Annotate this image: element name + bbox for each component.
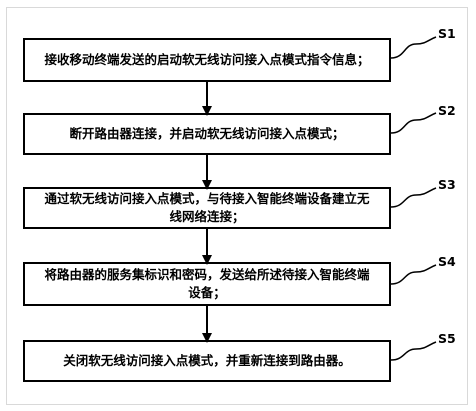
step-label-s4: S4 (438, 254, 456, 269)
step-text-s5: 关闭软无线访问接入点模式，并重新连接到路由器。 (63, 353, 351, 368)
step-text-s2: 断开路由器连接，并启动软无线访问接入点模式； (69, 126, 345, 141)
leader-line-s1 (390, 36, 437, 59)
step-text-s4: 将路由器的服务集标识和密码，发送给所述待接入智能终端设备； (44, 267, 370, 300)
step-text-s1: 接收移动终端发送的启动软无线访问接入点模式指令信息； (44, 52, 370, 67)
leader-line-s3 (390, 187, 437, 208)
step-text-s3: 通过软无线访问接入点模式，与待接入智能终端设备建立无线网络连接； (44, 191, 370, 224)
diagram-frame (6, 7, 468, 405)
leader-line-s4 (390, 264, 437, 285)
step-label-s2: S2 (438, 103, 456, 118)
step-box-s2: 断开路由器连接，并启动软无线访问接入点模式； (23, 113, 391, 155)
step-box-s4: 将路由器的服务集标识和密码，发送给所述待接入智能终端设备； (23, 262, 391, 306)
leader-line-s2 (390, 112, 437, 134)
leader-line-s5 (390, 341, 437, 361)
step-box-s1: 接收移动终端发送的启动软无线访问接入点模式指令信息； (23, 38, 391, 82)
step-box-s5: 关闭软无线访问接入点模式，并重新连接到路由器。 (23, 340, 391, 382)
step-label-s1: S1 (438, 26, 456, 41)
step-label-s5: S5 (438, 331, 456, 346)
step-label-s3: S3 (438, 177, 456, 192)
